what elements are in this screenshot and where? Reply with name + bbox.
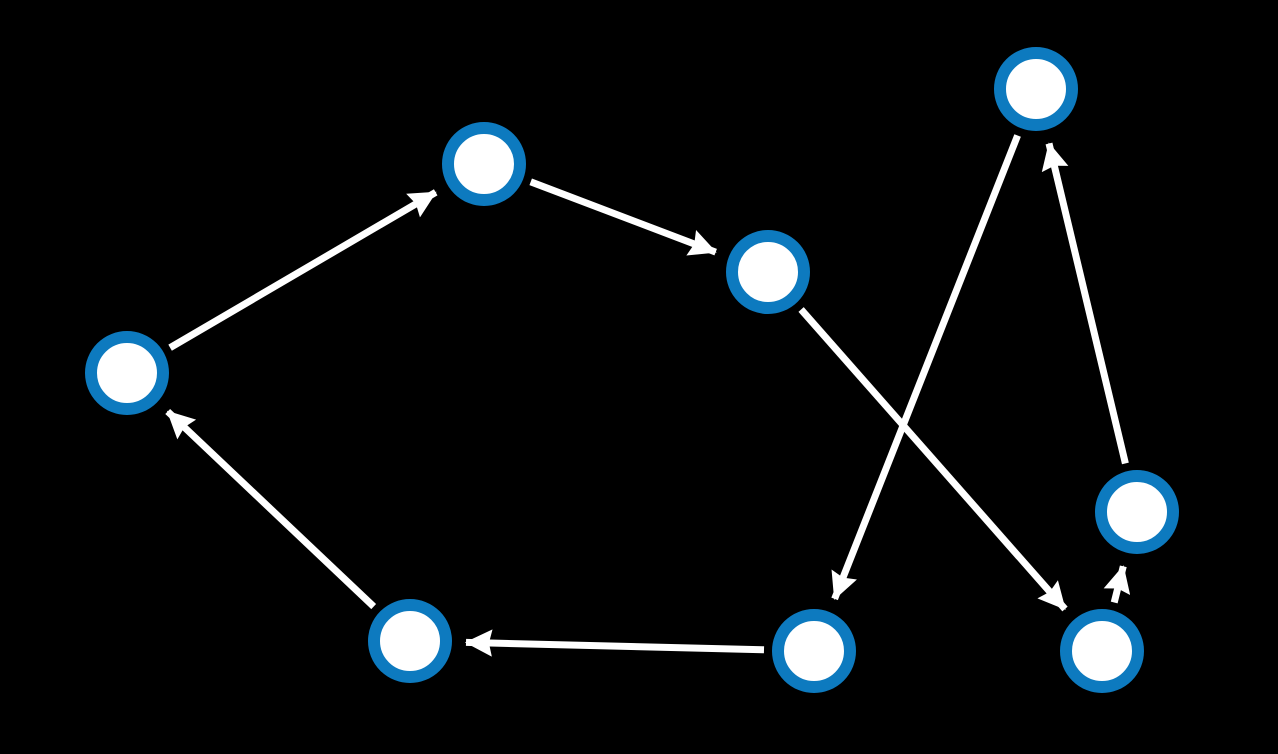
graph-node-top-right	[994, 47, 1078, 131]
graph-node-bottom-middle	[772, 609, 856, 693]
graph-node-bottom-right	[1060, 609, 1144, 693]
graph-edge-upper-middle-to-middle	[529, 178, 717, 256]
graph-edge-right-to-top-right	[1041, 142, 1129, 465]
graph-node-right	[1095, 470, 1179, 554]
graph-node-left	[85, 331, 169, 415]
graph-edge-left-to-upper-middle	[168, 189, 438, 351]
graph-edge-bottom-right-to-right	[1103, 565, 1131, 604]
graph-edge-bottom-middle-to-bottom-left	[464, 629, 765, 657]
graph-node-bottom-left	[368, 599, 452, 683]
graph-node-middle	[726, 230, 810, 314]
graph-node-upper-middle	[442, 122, 526, 206]
graph-edge-top-right-to-bottom-middle	[831, 134, 1021, 601]
edges-layer	[165, 134, 1131, 657]
nodes-layer	[85, 47, 1179, 693]
graph-edge-bottom-left-to-left	[165, 408, 377, 610]
graph-edge-middle-to-bottom-right	[798, 307, 1068, 612]
